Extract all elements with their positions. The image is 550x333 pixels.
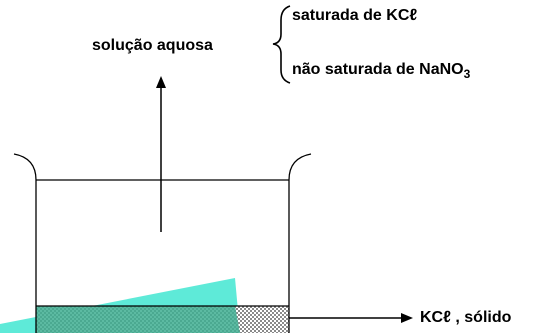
solid-label: KCℓ , sólido [420,309,512,326]
solution-arrow-head [156,76,166,88]
unsaturated-label-main: não saturada de NaNO [292,61,464,78]
beaker-right-wall [288,153,312,333]
unsaturated-label-subscript: 3 [463,67,471,81]
curly-brace [272,5,291,84]
unsaturated-label: não saturada de NaNO3 [292,61,471,81]
saturated-label: saturada de KCℓ [292,7,418,24]
beaker-left-wall [13,153,37,333]
solid-layer-highlight [36,306,240,333]
solid-arrow-head [401,313,413,323]
solution-label: solução aquosa [92,37,213,54]
